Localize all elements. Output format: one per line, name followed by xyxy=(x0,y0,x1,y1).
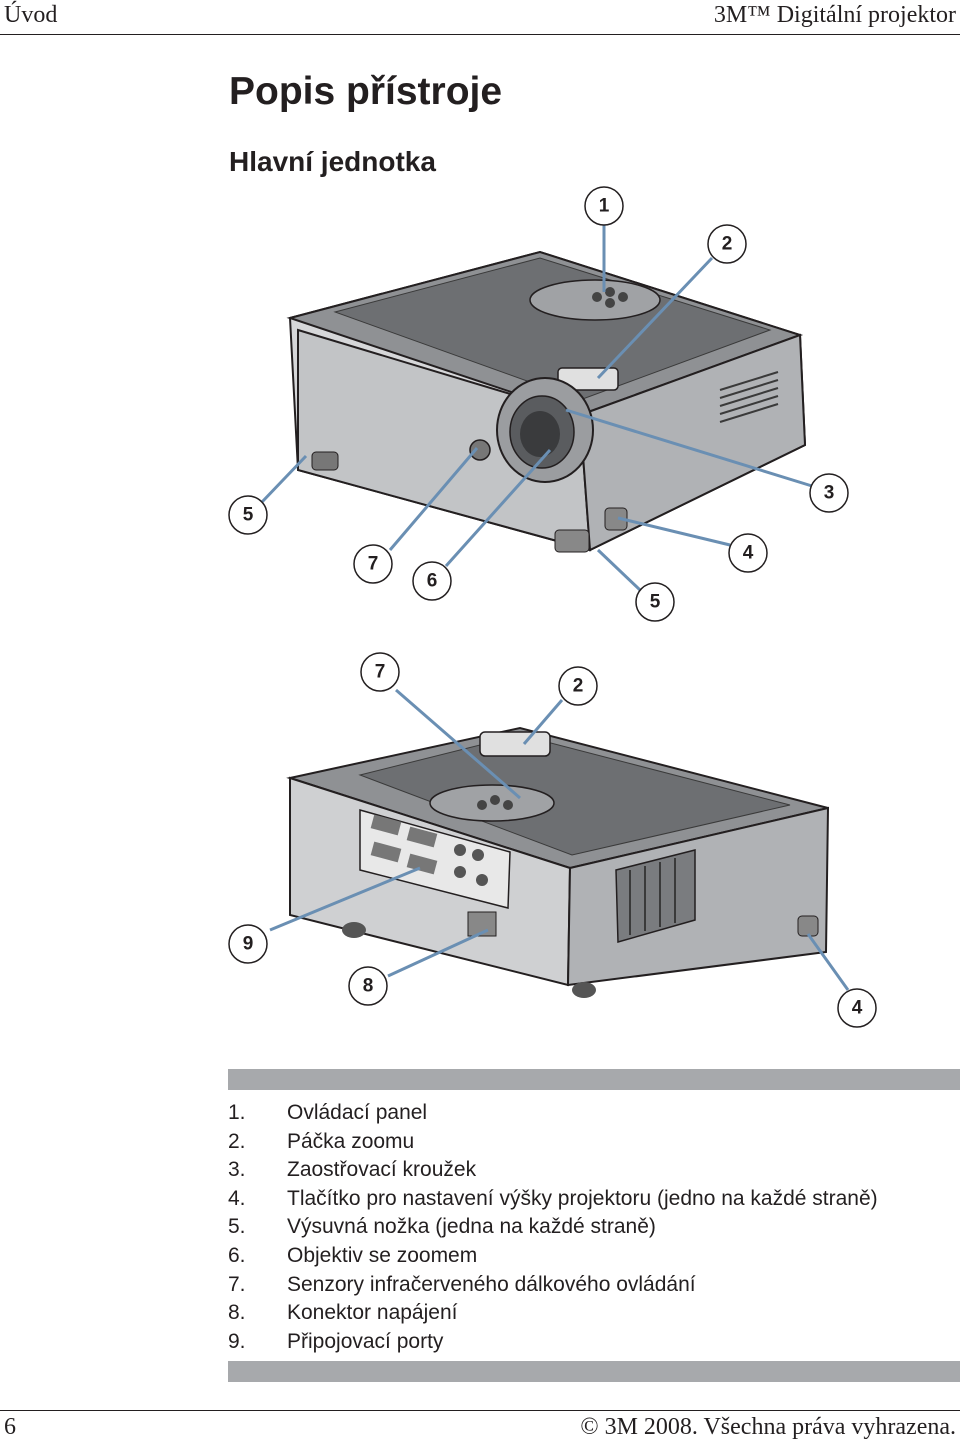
callout-7: 7 xyxy=(353,544,393,584)
section-subtitle: Hlavní jednotka xyxy=(229,146,436,177)
svg-text:7: 7 xyxy=(368,554,379,575)
page-title: Popis přístroje xyxy=(229,70,503,113)
svg-text:2: 2 xyxy=(722,234,733,255)
copyright: © 3M 2008. Všechna práva vyhrazena. xyxy=(580,1414,956,1440)
svg-text:5: 5 xyxy=(650,592,661,613)
callout-5-left: 5 xyxy=(228,495,268,535)
parts-list: 1.Ovládací panel 2.Páčka zoomu 3.Zaostřo… xyxy=(228,1099,878,1356)
callout-9: 9 xyxy=(228,924,268,964)
svg-text:8: 8 xyxy=(363,976,374,997)
leader-lines-bottom xyxy=(269,688,850,991)
list-bottom-band xyxy=(228,1361,960,1382)
callout-8: 8 xyxy=(348,966,388,1006)
callout-1: 1 xyxy=(584,186,624,226)
footer-rule xyxy=(0,1410,960,1411)
list-item: 3.Zaostřovací kroužek xyxy=(228,1158,477,1182)
list-top-band xyxy=(228,1069,960,1090)
callout-2: 2 xyxy=(707,224,747,264)
list-item: 1.Ovládací panel xyxy=(228,1101,428,1124)
svg-text:2: 2 xyxy=(573,676,584,697)
list-item: 7.Senzory infračerveného dálkového ovlád… xyxy=(228,1272,696,1296)
svg-text:9: 9 xyxy=(243,934,254,955)
callout-6: 6 xyxy=(412,561,452,601)
projector-diagram: 1 2 3 4 5 5 6 7 7 2 9 8 4 xyxy=(228,186,877,1028)
callout-2-rear: 2 xyxy=(558,666,598,706)
callout-5-right: 5 xyxy=(635,582,675,622)
svg-text:6: 6 xyxy=(427,571,438,592)
svg-text:4: 4 xyxy=(852,998,863,1019)
projector-rear-illustration xyxy=(286,726,830,998)
svg-text:4: 4 xyxy=(743,543,754,564)
leader-lines-top xyxy=(260,222,813,592)
callout-4-rear: 4 xyxy=(837,988,877,1028)
callout-3: 3 xyxy=(809,473,849,513)
callout-4: 4 xyxy=(728,533,768,573)
list-item: 5.Výsuvná nožka (jedna na každé straně) xyxy=(228,1215,656,1239)
list-item: 8.Konektor napájení xyxy=(228,1301,458,1325)
header-product: 3M™ Digitální projektor xyxy=(713,2,956,28)
svg-text:1: 1 xyxy=(599,196,610,217)
svg-text:3: 3 xyxy=(824,483,835,504)
list-item: 9.Připojovací porty xyxy=(228,1329,444,1353)
list-item: 6.Objektiv se zoomem xyxy=(228,1243,478,1267)
svg-text:7: 7 xyxy=(375,662,386,683)
callout-7-rear: 7 xyxy=(360,652,400,692)
list-item: 2.Páčka zoomu xyxy=(228,1129,415,1153)
header-rule xyxy=(0,34,960,35)
header-section: Úvod xyxy=(4,2,58,28)
projector-front-illustration xyxy=(286,250,807,553)
page-number: 6 xyxy=(4,1414,16,1440)
list-item: 4.Tlačítko pro nastavení výšky projektor… xyxy=(228,1186,878,1210)
svg-text:5: 5 xyxy=(243,505,254,526)
